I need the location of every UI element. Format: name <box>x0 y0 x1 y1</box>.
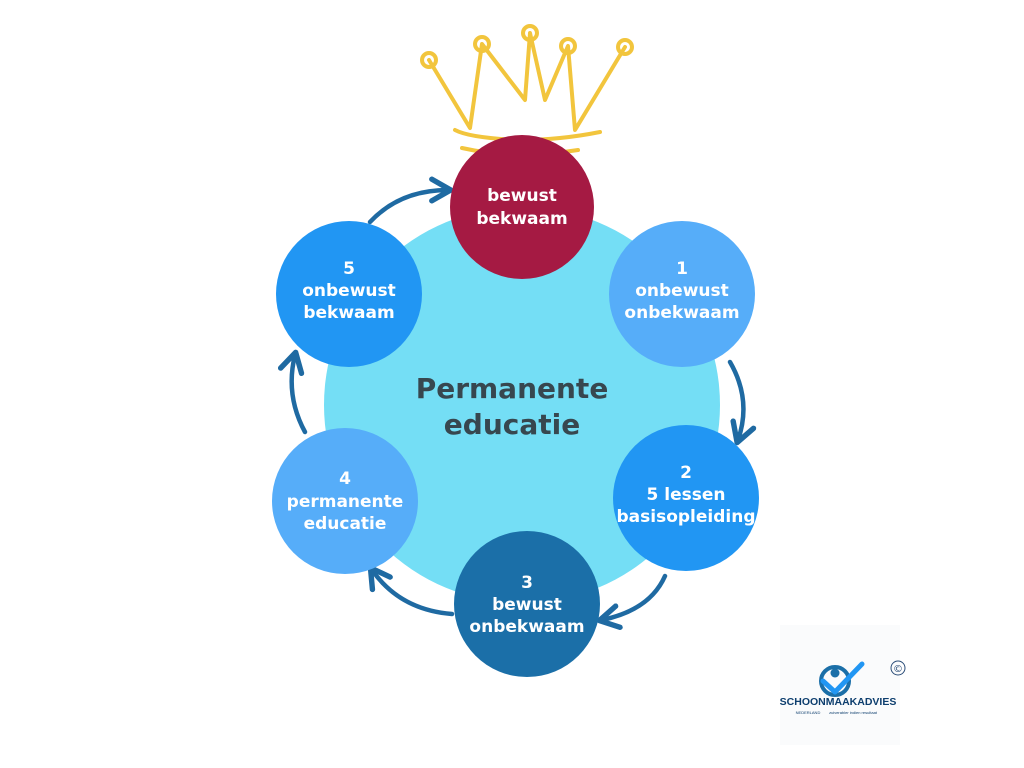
node-step-2: 2 5 lessen basisopleiding <box>613 425 759 571</box>
node-step-2-line3: basisopleiding <box>616 507 755 527</box>
node-step-5-line1: 5 <box>343 259 355 279</box>
node-step-3-line3: onbekwaam <box>469 617 584 637</box>
node-step-3: 3 bewust onbekwaam <box>454 531 600 677</box>
node-top: bewust bekwaam <box>450 135 594 279</box>
node-step-2-circle <box>613 425 759 571</box>
node-top-line1: bewust <box>487 186 557 206</box>
arrow-top-to-1 <box>367 176 454 225</box>
node-step-3-line1: 3 <box>521 573 533 593</box>
node-step-5: 5 onbewust bekwaam <box>276 221 422 367</box>
center-title-line1: Permanente <box>416 372 609 405</box>
logo-subtitle-left: NEDERLAND <box>796 710 821 715</box>
node-step-1: 1 onbewust onbekwaam <box>609 221 755 367</box>
node-step-4-line3: educatie <box>304 514 387 534</box>
node-step-1-line2: onbewust <box>635 281 729 301</box>
node-step-1-circle <box>609 221 755 367</box>
node-step-1-line1: 1 <box>676 259 688 279</box>
arrow-4-to-5 <box>277 349 308 435</box>
node-step-1-line3: onbekwaam <box>624 303 739 323</box>
logo-subtitle-right: zuiverabler indien resultaat <box>829 710 878 715</box>
node-top-circle <box>450 135 594 279</box>
node-step-4: 4 permanente educatie <box>272 428 418 574</box>
cycle-arrows <box>277 176 757 630</box>
node-step-2-line1: 2 <box>680 463 692 483</box>
logo-emblem-icon <box>819 661 865 697</box>
node-top-line2: bekwaam <box>476 209 567 229</box>
schoonmaakadvies-logo: SCHOONMAAKADVIES NEDERLAND zuiverabler i… <box>780 625 906 745</box>
logo-brand-text: SCHOONMAAKADVIES <box>780 696 897 708</box>
node-step-3-circle <box>454 531 600 677</box>
node-step-4-line2: permanente <box>287 492 404 512</box>
copyright-symbol: © <box>893 664 903 675</box>
node-step-2-line2: 5 lessen <box>647 485 726 505</box>
center-title-line2: educatie <box>444 408 580 441</box>
node-step-5-line3: bekwaam <box>303 303 394 323</box>
arrow-2-to-3 <box>596 573 668 630</box>
arrow-1-to-2 <box>727 359 757 446</box>
node-step-4-line1: 4 <box>339 469 351 489</box>
node-step-4-circle <box>272 428 418 574</box>
node-step-5-circle <box>276 221 422 367</box>
arrow-3-to-4 <box>367 565 455 617</box>
copyright-badge <box>890 660 906 676</box>
node-step-5-line2: onbewust <box>302 281 396 301</box>
node-step-3-line2: bewust <box>492 595 562 615</box>
